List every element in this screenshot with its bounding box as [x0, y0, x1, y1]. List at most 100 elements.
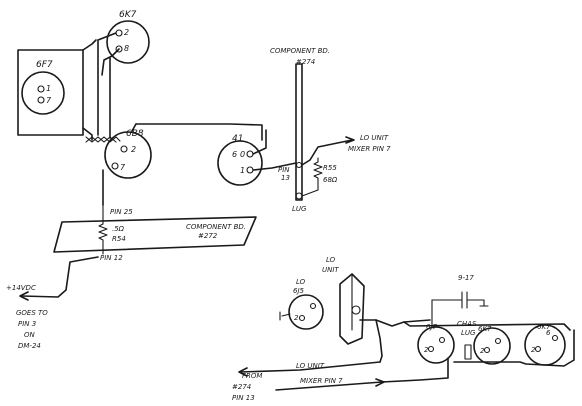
- tube-41-pin-1-label: 1: [240, 166, 245, 175]
- tube-6k7-top: 6K7 2 8: [106, 10, 150, 64]
- board-274-strip: [295, 63, 303, 201]
- tube-6j7-pin-2-label: 2: [424, 346, 429, 354]
- ground-6j5: [279, 311, 291, 321]
- arrow-supply: [19, 291, 29, 301]
- tube-6b8-pin-7: [111, 162, 119, 170]
- arrow-lo-unit-bottom: [238, 367, 248, 377]
- component-board-272: COMPONENT BD. #272 PIN 25 .5Ω R54 PIN 12…: [6, 204, 257, 350]
- board-274-label-line2: #274: [296, 58, 315, 66]
- wire-bus-top: [135, 123, 263, 141]
- tube-6k7-top-pin-8-label: 8: [124, 44, 129, 53]
- tube-6k7-right-pin-2: [534, 345, 542, 353]
- twist-wire-b: [85, 136, 117, 143]
- tube-6b8-socket: [104, 131, 152, 179]
- tube-6f7: 6F7 1 7: [17, 49, 84, 136]
- tube-6f7-socket: [21, 71, 65, 115]
- tube-6k7-right-socket: [524, 324, 566, 366]
- board-272-pin25-label: PIN 25: [110, 208, 133, 216]
- tube-6f7-pin-7: [37, 96, 45, 104]
- tube-41-pin-6-label: 6: [232, 150, 237, 159]
- resistor-r55: [301, 157, 323, 197]
- tube-6f7-outline: [17, 49, 84, 136]
- tube-6k7-top-socket: [106, 20, 150, 64]
- lo-unit-assembly: LO UNIT LO 6J5 2: [279, 256, 431, 363]
- tube-6j5-label-line1: LO: [296, 278, 306, 286]
- twist-wire-a: [85, 136, 121, 143]
- wire-bus-right-top: [403, 321, 571, 331]
- capacitor-9-17: [431, 291, 489, 309]
- board-274-lug: [295, 192, 303, 200]
- wire-6k7-to-6b8: [101, 48, 120, 76]
- goes-to-line1: GOES TO: [16, 309, 48, 317]
- wire-to-lo-unit: [301, 139, 353, 166]
- board-272-pin12-label: PIN 12: [100, 254, 123, 262]
- goes-to-line4: DM-24: [18, 342, 41, 350]
- tube-6k7-top-label: 6K7: [119, 10, 137, 20]
- tube-6k7-right-pin-2-label: 2: [531, 346, 536, 354]
- tube-41-pin-0-label: 0: [240, 150, 245, 159]
- chassis-lug: [464, 344, 472, 360]
- mixer-pin-label: MIXER PIN 7: [348, 145, 391, 153]
- wire-bus-link: [131, 123, 137, 132]
- wire-lo-terminal: [359, 319, 383, 363]
- tube-6b8-pin-2: [120, 145, 128, 153]
- tube-6k7-top-pin-2-label: 2: [124, 28, 129, 37]
- from-label-line3: PIN 13: [232, 394, 255, 402]
- wire-pin12-to-supply: [21, 256, 99, 298]
- tube-6k7-mid-pin-2: [483, 346, 491, 354]
- bottom-mixer-label: MIXER PIN 7: [300, 377, 343, 385]
- wire-41-pin1: [252, 162, 297, 171]
- tube-6k7-mid-label: 6K7: [478, 325, 492, 333]
- r55-label: R55: [323, 164, 337, 172]
- board-272-outline: [53, 216, 257, 253]
- tube-41: 41 6 0 1: [217, 134, 263, 186]
- resistor-r54: [98, 204, 108, 255]
- tube-6k7-right-pin-6-label: 6: [546, 329, 551, 337]
- capacitor-label: 9-17: [458, 274, 474, 282]
- tube-6b8-pin-7-label: 7: [120, 163, 126, 172]
- board-274-pin-13: [295, 161, 303, 169]
- tube-6k7-top-pin-8: [115, 45, 123, 53]
- chas-lug-label-line2: LUG: [461, 329, 476, 337]
- lo-unit-box-label-line1: LO: [326, 256, 336, 264]
- lo-unit-box-label-line2: UNIT: [322, 266, 339, 274]
- goes-to-line3: ON: [24, 331, 36, 339]
- tube-6k7-right-label: 6K7: [537, 323, 551, 331]
- tube-6j7-label: 6J7: [426, 323, 438, 331]
- tube-6f7-pin-1-label: 1: [46, 84, 51, 93]
- r54-label: R54: [112, 235, 126, 243]
- tube-6f7-pin-1: [37, 85, 45, 93]
- wire-bus-right-bottom: [453, 329, 575, 367]
- wire-6j7-to-mixer: [381, 357, 449, 383]
- tube-6k7-mid-pin-2-label: 2: [480, 347, 485, 355]
- tube-6j5-pin-b: [309, 302, 317, 310]
- tube-6j5-socket: [288, 294, 324, 330]
- board-272-label-line1: COMPONENT BD.: [186, 223, 246, 231]
- r54-value-label: .5Ω: [112, 225, 125, 233]
- wire-lo-to-6j7: [375, 319, 431, 327]
- supply-label: +14VDC: [6, 284, 36, 292]
- right-tube-group: 6J7 2 6K7 2 6K7 2 6 CHAS LUG 9-17: [381, 274, 575, 383]
- tube-6j5-pin-2-label: 2: [294, 314, 299, 322]
- board-272-label-line2: #272: [198, 232, 218, 240]
- board-274-pin13-line1: PIN: [278, 166, 290, 174]
- bottom-connections: LO UNIT MIXER PIN 7 FROM #274 PIN 13: [232, 361, 385, 402]
- lo-unit-label: LO UNIT: [360, 134, 389, 142]
- tube-6f7-pin-7-label: 7: [46, 96, 52, 105]
- tube-6f7-label: 6F7: [36, 60, 53, 70]
- arrow-mixer-pin7: [375, 378, 385, 387]
- from-label-line2: #274: [232, 383, 251, 391]
- tube-6k7-top-pin-2: [115, 29, 123, 37]
- board-274-pin13-line2: 13: [281, 174, 290, 182]
- wire-to-lo-unit-bottom: [239, 361, 381, 373]
- tube-41-label: 41: [232, 134, 243, 144]
- tube-6j7-socket: [417, 326, 455, 364]
- tube-6k7-right-pin-6: [551, 334, 559, 342]
- arrow-to-lo-unit: [345, 136, 355, 144]
- r55-value-label: 68Ω: [323, 176, 338, 184]
- tube-41-pin-1: [246, 166, 254, 174]
- tube-6j7-pin-b: [438, 336, 446, 344]
- wire-6f7-to-6k7: [82, 39, 97, 51]
